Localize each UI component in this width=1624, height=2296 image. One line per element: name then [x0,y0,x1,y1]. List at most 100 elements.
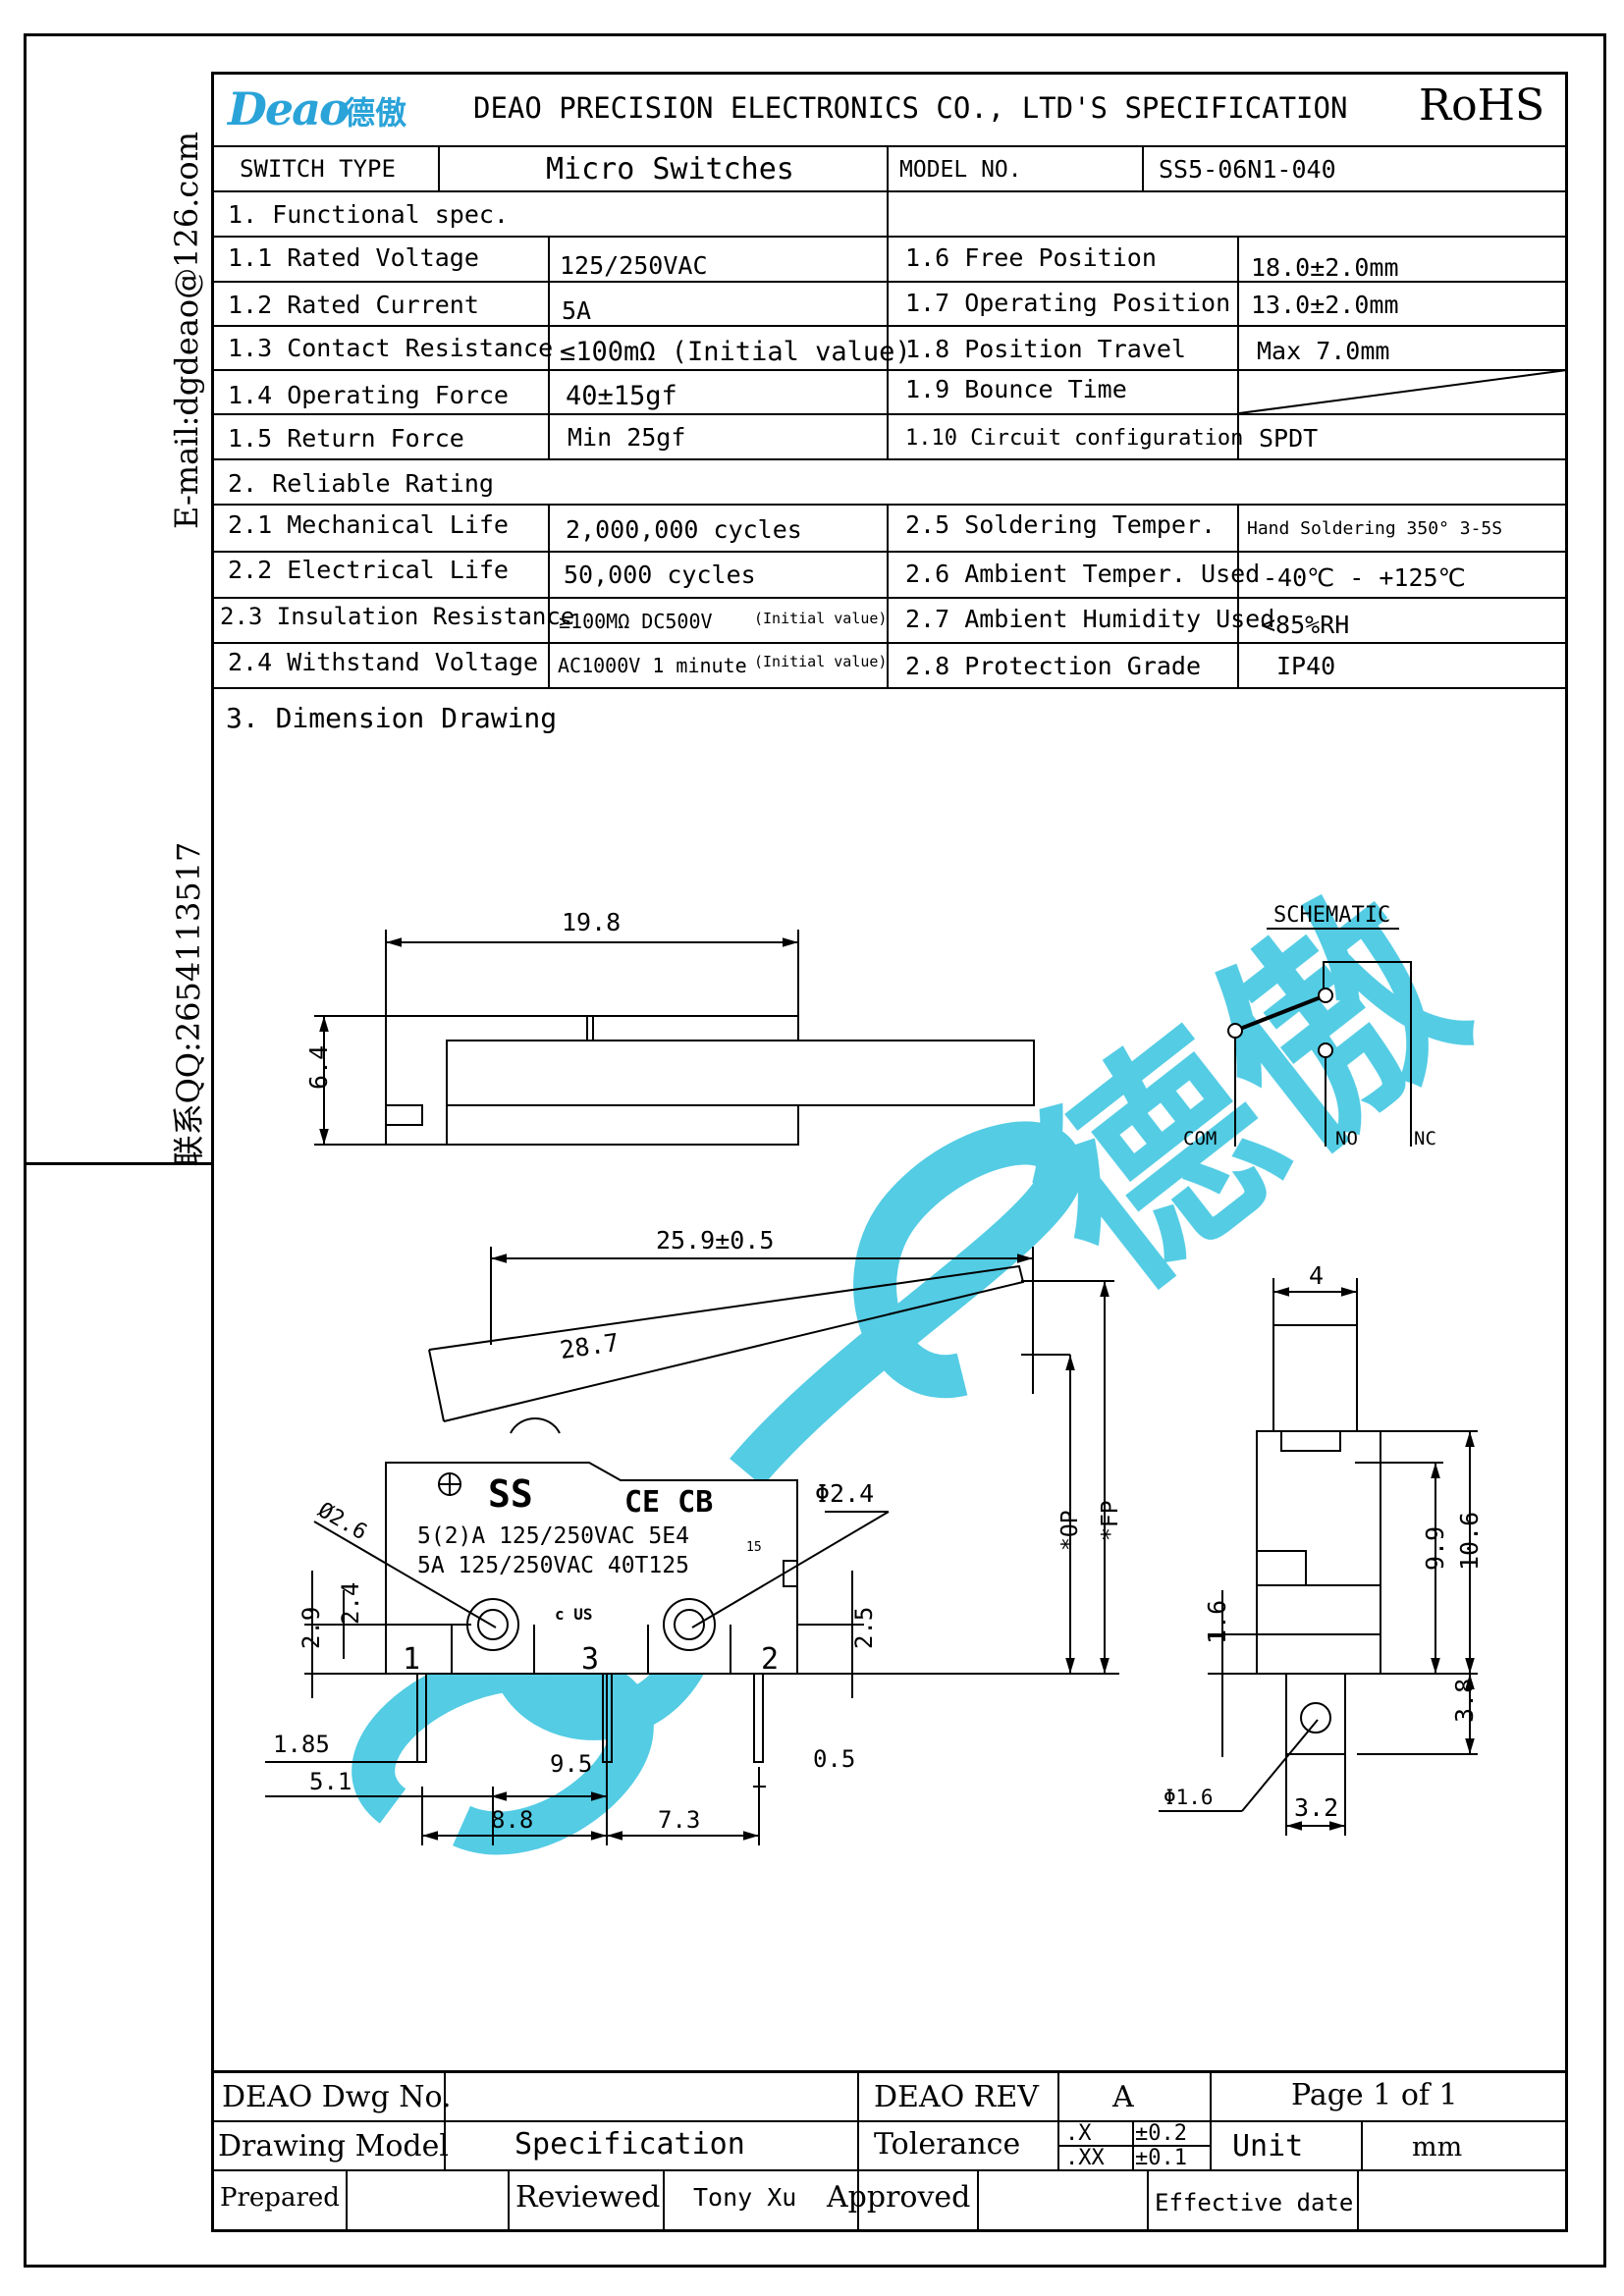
dim-38: 3.8 [1450,1679,1479,1723]
mark-ul: c US [555,1605,593,1624]
dim-side-width: 4 [1309,1261,1324,1290]
spec-value: Min 25gf [568,423,686,452]
spec-label: 1.6 Free Position [905,243,1157,272]
dim-24: 2.4 [337,1582,364,1625]
spec-note: (Initial value) [754,610,888,627]
sidebar-separator [24,1162,213,1165]
dim-hole-right: Φ2.4 [815,1479,874,1508]
schematic-nc: NC [1414,1128,1436,1149]
spec-label: 2.6 Ambient Temper. Used [905,560,1261,588]
dim-185: 1.85 [273,1731,330,1758]
schematic [1227,928,1412,1147]
terminal-1: 1 [403,1642,420,1677]
spec-label: 2.4 Withstand Voltage [228,648,539,676]
schematic-title: SCHEMATIC [1273,903,1390,928]
dim-99: 9.9 [1421,1526,1449,1571]
spec-label: 2.8 Protection Grade [905,652,1202,680]
watermark-text: 德傲 [989,853,1506,1338]
dim-32: 3.2 [1294,1793,1338,1822]
spec-label: 2.2 Electrical Life [228,556,509,584]
spec-value: 50,000 cycles [564,561,756,589]
dimension-heading: 3. Dimension Drawing [226,702,558,734]
mark-ce-cb: CE CB [624,1485,713,1520]
spec-note: (Initial value) [754,653,888,670]
spec-value: Hand Soldering 350° 3-5S [1247,518,1503,539]
dim-fp: *FP [1098,1500,1123,1541]
spec-value: Max 7.0mm [1257,337,1390,365]
spec-label: 1.2 Rated Current [228,291,479,319]
spec-label: 1.5 Return Force [228,424,464,453]
functional-heading: 1. Functional spec. [228,200,509,229]
dim-106: 10.6 [1455,1512,1484,1571]
model-no-value: SS5-06N1-040 [1159,155,1336,184]
page-frame [24,33,1606,2268]
switch-type-value: Micro Switches [546,152,794,187]
spec-value: ≤100mΩ (Initial value) [560,337,911,367]
reviewer-name: Tony Xu [693,2183,797,2212]
terminal-2: 2 [761,1642,779,1677]
company-logo-cn: 德傲 [344,94,407,132]
dwg-no-label: DEAO Dwg No. [222,2080,452,2114]
spec-value: <85%RH [1261,611,1350,639]
dim-05: 0.5 [813,1745,855,1773]
dim-73: 7.3 [658,1806,700,1834]
mark-line1: 5(2)A 125/250VAC 5E4 [417,1523,689,1549]
dim-top-height: 6.4 [304,1045,333,1090]
drawing-model-value: Specification [514,2127,745,2162]
spec-value: IP40 [1276,652,1336,680]
company-logo: Deao [228,82,350,135]
drawing-model-label: Drawing Model [218,2129,449,2163]
spec-label: 1.4 Operating Force [228,381,509,409]
company-title: DEAO PRECISION ELECTRONICS CO., LTD'S SP… [473,91,1348,125]
tolerance-x: .X [1065,2121,1092,2146]
switch-type-label: SWITCH TYPE [240,155,396,183]
tolerance-xx: .XX [1065,2146,1105,2170]
page-number: Page 1 of 1 [1291,2078,1458,2112]
spec-value: 13.0±2.0mm [1251,291,1399,319]
spec-value: -40℃ - +125℃ [1263,563,1466,592]
schematic-com: COM [1183,1128,1217,1149]
rev-label: DEAO REV [874,2080,1039,2114]
dim-29: 2.9 [298,1607,325,1649]
tolerance-x-value: ±0.2 [1135,2121,1187,2146]
spec-label: 1.8 Position Travel [905,335,1186,363]
spec-value: 18.0±2.0mm [1251,253,1399,282]
approved-label: Approved [827,2180,971,2215]
dim-op: *OP [1057,1510,1083,1551]
schematic-no: NO [1335,1128,1358,1149]
terminal-3: 3 [581,1642,599,1677]
mark-ss: SS [488,1472,533,1516]
front-view [265,1247,1119,1845]
tolerance-xx-value: ±0.1 [1135,2146,1187,2170]
dim-side-hole: Φ1.6 [1164,1786,1214,1809]
model-no-label: MODEL NO. [899,157,1022,183]
mark-line2: 5A 125/250VAC 40T125 [417,1553,689,1578]
unit-value: mm [1412,2132,1463,2163]
spec-label: 1.1 Rated Voltage [228,243,479,272]
spec-label: 1.7 Operating Position [905,289,1231,317]
rohs-label: RoHS [1419,80,1545,131]
reliable-heading: 2. Reliable Rating [228,469,494,498]
rev-value: A [1112,2080,1134,2114]
spec-label: 1.9 Bounce Time [905,375,1127,403]
prepared-label: Prepared [220,2183,340,2213]
spec-value: 125/250VAC [560,251,708,280]
spec-value: ≥100MΩ DC500V [559,610,713,633]
tolerance-label: Tolerance [874,2127,1021,2162]
spec-value: SPDT [1259,424,1319,453]
unit-label: Unit [1232,2129,1304,2163]
spec-label: 2.1 Mechanical Life [228,510,509,539]
spec-label: 2.7 Ambient Humidity Used [905,605,1275,633]
spec-value: AC1000V 1 minute [558,654,747,677]
dim-25: 2.5 [850,1607,878,1649]
dim-88: 8.8 [491,1806,533,1834]
dim-front-length: 25.9±0.5 [656,1226,774,1255]
spec-label: 2.5 Soldering Temper. [905,510,1217,539]
spec-label: 2.3 Insulation Resistance [220,603,575,630]
bounce-time-diagonal [1239,370,1567,413]
dim-95: 9.5 [550,1750,592,1778]
dim-top-width: 19.8 [562,908,621,936]
side-view [1159,1278,1478,1836]
spec-value: 40±15gf [566,381,677,411]
